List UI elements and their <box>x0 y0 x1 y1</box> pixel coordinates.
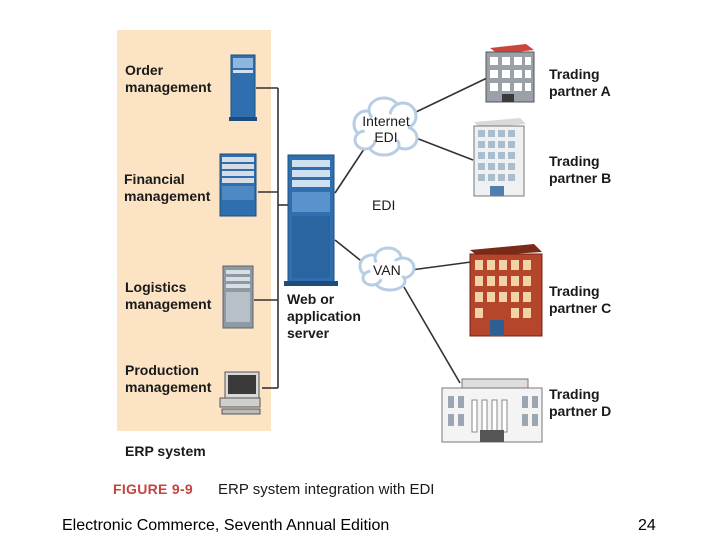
partner-a-building-icon <box>485 44 535 103</box>
logistics-management-label: Logistics management <box>125 279 212 312</box>
web-application-server-icon <box>284 154 338 286</box>
footer-book-title: Electronic Commerce, Seventh Annual Edit… <box>62 517 390 534</box>
figure-number: FIGURE 9-9 <box>113 481 194 497</box>
figure-title: ERP system integration with EDI <box>218 481 435 498</box>
trading-partner-d-label: Trading partner D <box>549 386 612 419</box>
financial-management-label: Financial management <box>124 171 211 204</box>
van-cloud <box>358 246 416 292</box>
page-number: 24 <box>638 517 656 534</box>
production-computer-icon <box>219 371 261 415</box>
partner-d-building-icon <box>441 378 543 443</box>
edi-label: EDI <box>372 197 396 213</box>
financial-server-icon <box>219 153 257 217</box>
logistics-server-icon <box>222 265 254 329</box>
production-management-label: Production management <box>125 362 212 395</box>
web-application-server-label: Web or application server <box>287 291 361 341</box>
trading-partner-b-label: Trading partner B <box>549 153 612 186</box>
order-server-icon <box>229 54 257 121</box>
trading-partner-c-label: Trading partner C <box>549 283 612 316</box>
erp-system-label: ERP system <box>125 443 206 459</box>
erp-connectors <box>254 87 288 389</box>
trading-partner-a-label: Trading partner A <box>549 66 611 99</box>
van-label: VAN <box>373 262 401 278</box>
order-management-label: Order management <box>125 62 212 95</box>
internet-edi-cloud <box>352 96 419 157</box>
internet-edi-label: Internet EDI <box>362 113 410 145</box>
partner-b-building-icon <box>473 118 526 197</box>
partner-c-building-icon <box>469 244 543 337</box>
